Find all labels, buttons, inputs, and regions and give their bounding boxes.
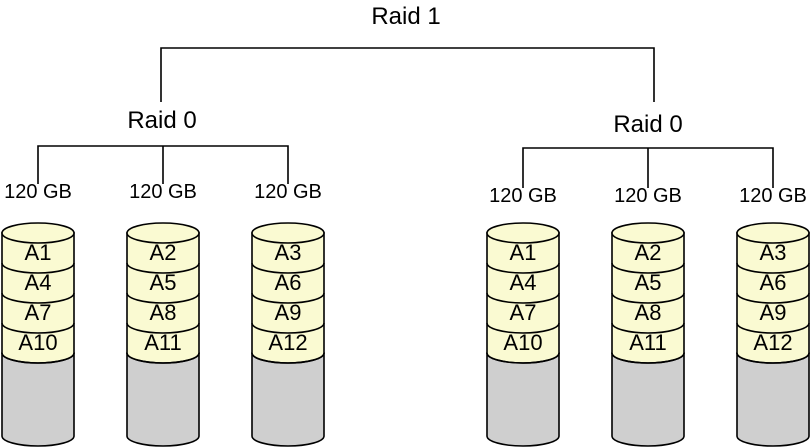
disk-capacity-label: 120 GB [4, 181, 72, 203]
stripe-block-label: A11 [629, 330, 667, 355]
stripe-block-label: A8 [635, 300, 662, 325]
disk-top-cap [611, 222, 685, 244]
stripe-divider [126, 262, 200, 274]
stripe-block-label: A12 [268, 330, 307, 355]
disk-capacity-label: 120 GB [254, 181, 322, 203]
disk-free-space [1, 352, 75, 447]
stripe-divider [486, 322, 560, 334]
stripe-block-label: A2 [150, 240, 177, 265]
stripe-divider [251, 292, 325, 304]
stripe-block-label: A8 [150, 300, 177, 325]
stripe-divider [1, 292, 75, 304]
stripe-divider [611, 322, 685, 334]
stripe-block-label: A11 [144, 330, 182, 355]
stripe-divider [611, 352, 685, 364]
stripe-block-label: A7 [510, 300, 537, 325]
stripe-block-label: A4 [25, 270, 52, 295]
stripe-divider [126, 292, 200, 304]
disk-top-cap [126, 222, 200, 244]
stripe-block-label: A9 [275, 300, 302, 325]
stripe-divider [126, 322, 200, 334]
raid1-label: Raid 1 [371, 3, 440, 30]
disk-capacity-label: 120 GB [129, 181, 197, 203]
stripe-divider [251, 262, 325, 274]
stripe-block-label: A3 [275, 240, 302, 265]
stripe-divider [1, 352, 75, 364]
disk-top-cap [1, 222, 75, 244]
stripe-block-label: A5 [150, 270, 177, 295]
stripe-divider [736, 322, 810, 334]
disk-free-space [736, 352, 810, 447]
stripe-block-label: A1 [510, 240, 537, 265]
disk-free-space [486, 352, 560, 447]
stripe-block-label: A1 [25, 240, 52, 265]
raid0-connector [37, 145, 289, 184]
disk-capacity-label: 120 GB [489, 185, 557, 207]
stripe-block-label: A6 [275, 270, 302, 295]
stripe-block-label: A3 [760, 240, 787, 265]
stripe-divider [1, 262, 75, 274]
stripe-divider [736, 352, 810, 364]
raid0-label: Raid 0 [127, 107, 196, 134]
stripe-block-label: A7 [25, 300, 52, 325]
stripe-divider [736, 292, 810, 304]
stripe-divider [611, 262, 685, 274]
raid0-connector [522, 147, 774, 188]
stripe-divider [486, 352, 560, 364]
stripe-divider [126, 352, 200, 364]
disk-free-space [126, 352, 200, 447]
stripe-divider [251, 352, 325, 364]
stripe-block-label: A5 [635, 270, 662, 295]
disk-capacity-label: 120 GB [739, 185, 807, 207]
disk-top-cap [736, 222, 810, 244]
disk-free-space [611, 352, 685, 447]
raid0-label: Raid 0 [613, 111, 682, 138]
stripe-divider [736, 262, 810, 274]
stripe-divider [611, 292, 685, 304]
stripe-block-label: A9 [760, 300, 787, 325]
stripe-block-label: A10 [18, 330, 57, 355]
stripe-block-label: A2 [635, 240, 662, 265]
disk-capacity-label: 120 GB [614, 185, 682, 207]
stripe-divider [486, 262, 560, 274]
stripe-divider [251, 322, 325, 334]
stripe-block-label: A6 [760, 270, 787, 295]
stripe-block-label: A10 [503, 330, 542, 355]
disk-top-cap [486, 222, 560, 244]
stripe-block-label: A4 [510, 270, 537, 295]
stripe-block-label: A12 [753, 330, 792, 355]
raid1-connector [160, 47, 655, 102]
disk-top-cap [251, 222, 325, 244]
stripe-divider [486, 292, 560, 304]
stripe-divider [1, 322, 75, 334]
disk-free-space [251, 352, 325, 447]
